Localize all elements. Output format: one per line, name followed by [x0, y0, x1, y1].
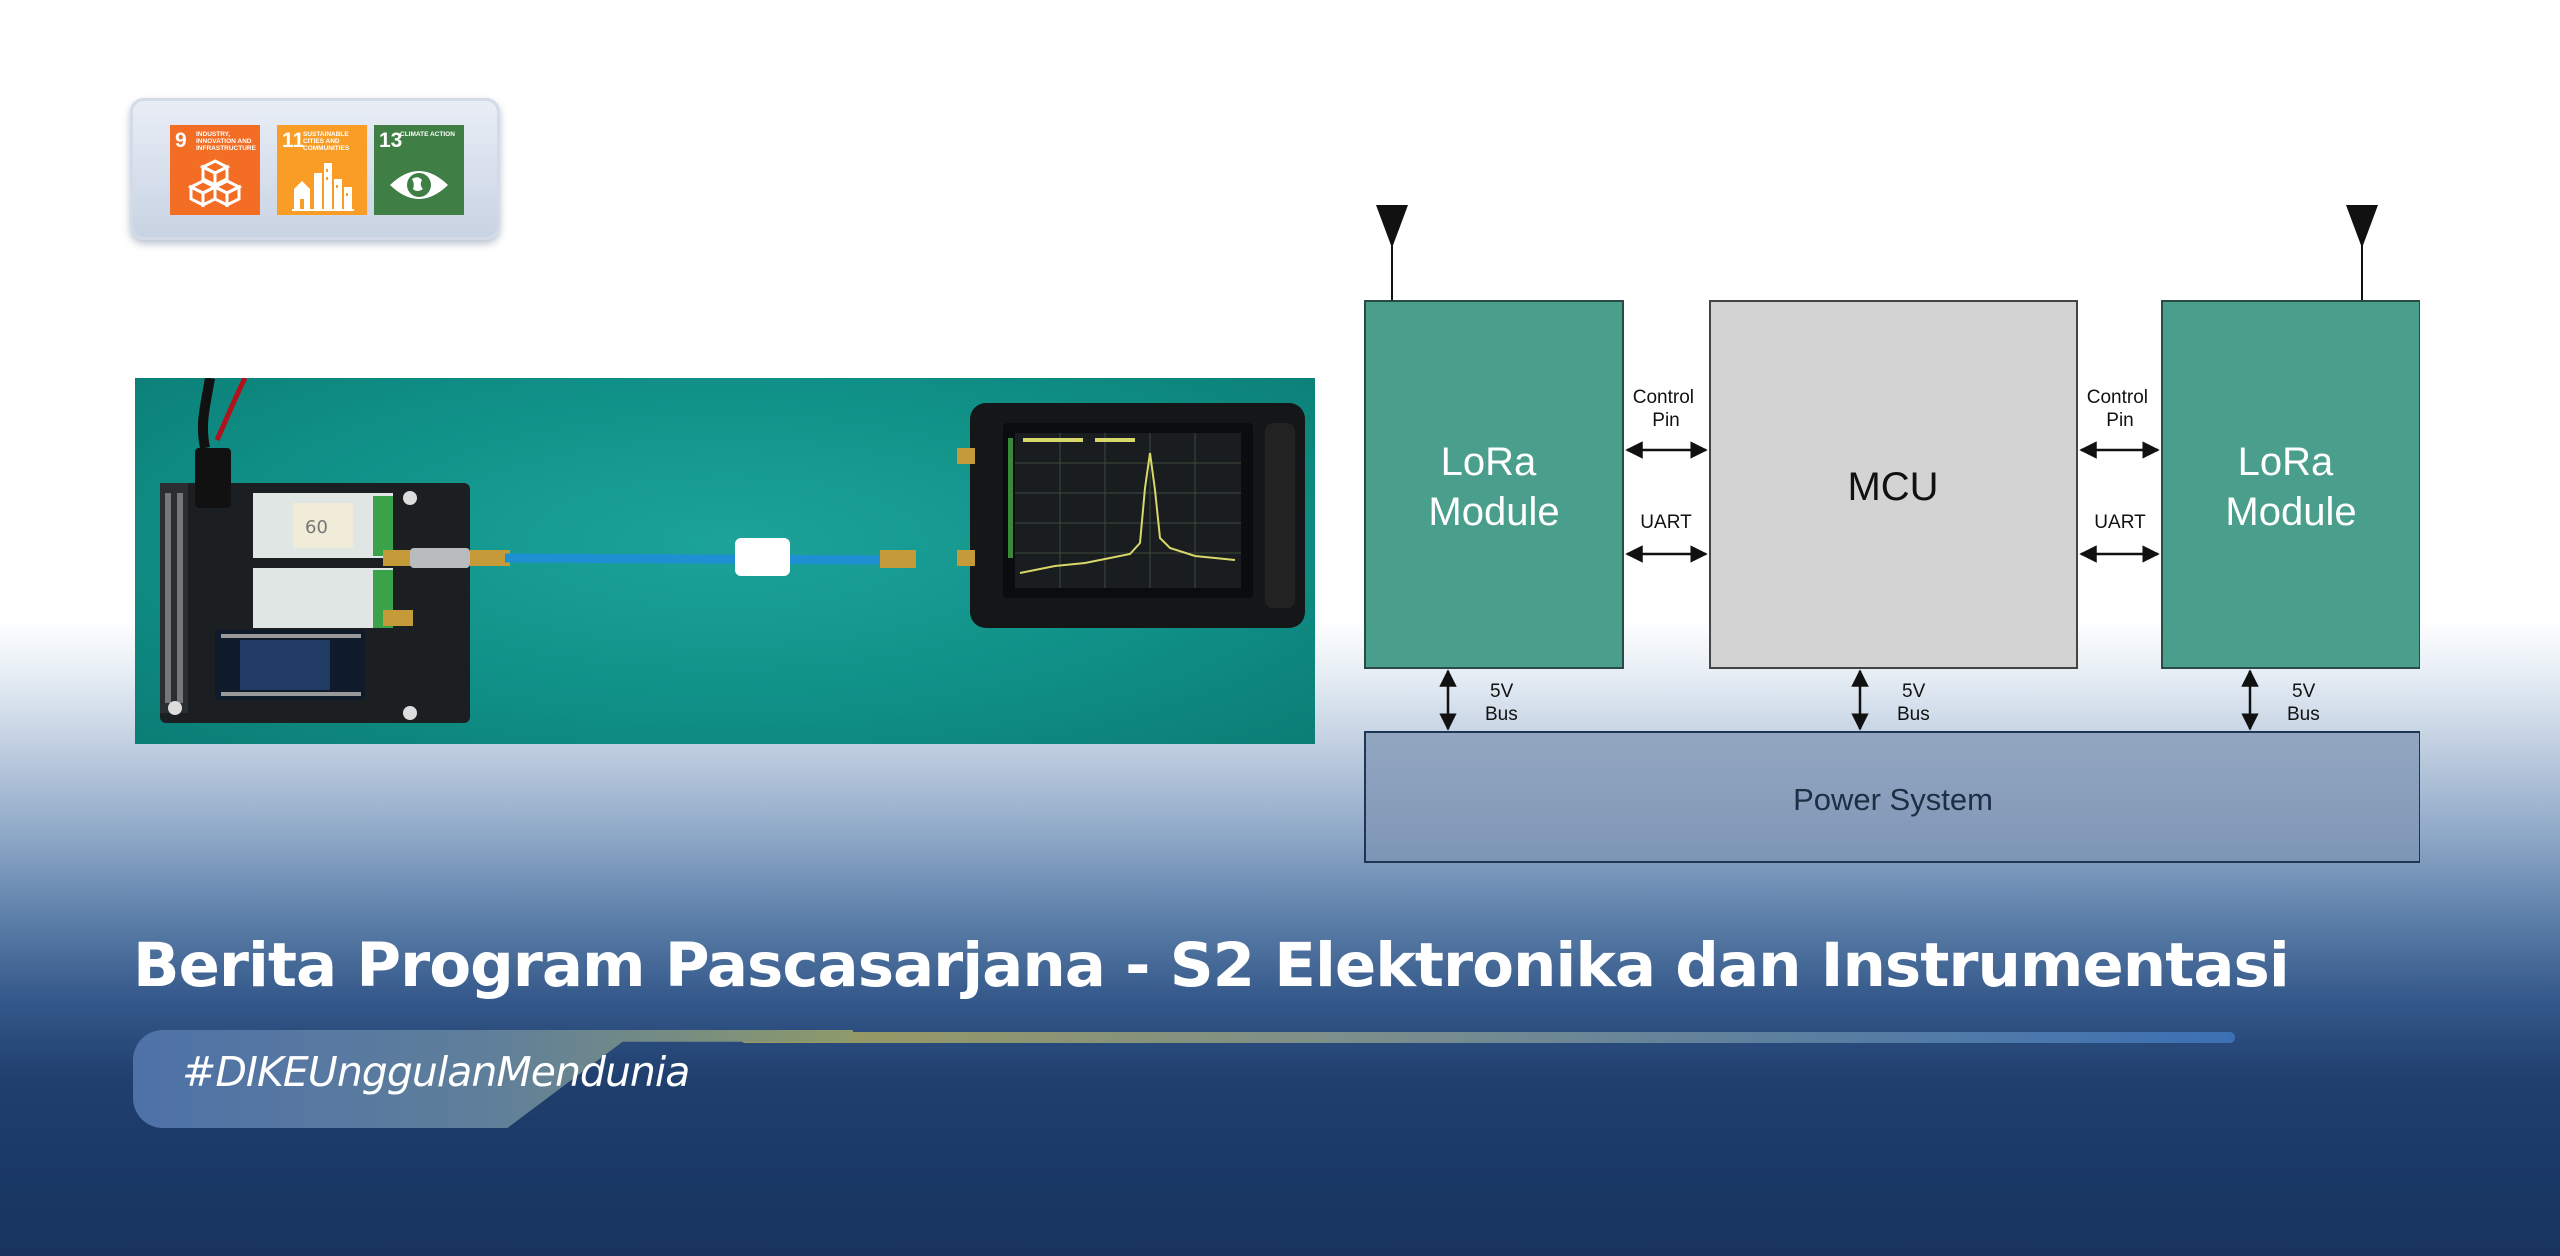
mcu-block — [1709, 300, 2078, 669]
right-lora-label: LoRa Module — [2225, 440, 2356, 534]
hashtag: #DIKEUnggulanMendunia — [182, 1048, 690, 1096]
sdg-9-badge: 9 Industry, innovation and infrastructur… — [170, 125, 260, 215]
accent-bar — [740, 1032, 2235, 1043]
left-control-pin-label: Control Pin — [1633, 387, 1700, 431]
sdg-9-title: Industry, innovation and infrastructure — [196, 131, 256, 152]
sdg-9-number: 9 — [175, 129, 187, 152]
hardware-photo: 60 — [135, 378, 1315, 744]
headline: Berita Program Pascasarjana - S2 Elektro… — [133, 930, 2290, 1001]
left-antenna — [1376, 205, 1408, 301]
left-lora-label: LoRa Module — [1428, 440, 1559, 534]
city-icon — [292, 163, 354, 211]
mcu-label: MCU — [1847, 465, 1938, 509]
sdg-11-title: Sustainable cities and communities — [303, 131, 350, 152]
block-diagram: LoRa Module MCU LoRa Module Control Pin … — [1364, 205, 2420, 863]
left-uart-label: UART — [1640, 512, 1692, 533]
eye-globe-icon — [390, 171, 448, 199]
right-uart-label: UART — [2094, 512, 2146, 533]
power-system-block — [1364, 731, 2420, 863]
sdg-13-title: Climate action — [400, 131, 455, 138]
power-system-label: Power System — [1793, 782, 1993, 817]
left-bus-label: 5V Bus — [1485, 681, 1519, 725]
sdg-13-badge: 13 Climate action — [374, 125, 464, 215]
right-bus-label: 5V Bus — [2287, 681, 2321, 725]
hardware-photo-illustration: 60 — [160, 378, 1305, 723]
mcu-bus-label: 5V Bus — [1897, 681, 1931, 725]
right-lora-module — [2161, 300, 2420, 669]
sdg-badges: 9 Industry, innovation and infrastructur… — [130, 98, 500, 240]
sdg-11-badge: 11 Sustainable cities and communities — [277, 125, 367, 215]
right-antenna — [2346, 205, 2378, 301]
cubes-icon — [187, 159, 243, 208]
sdg-11-number: 11 — [282, 129, 305, 152]
sdg-13-number: 13 — [379, 129, 403, 152]
left-lora-module — [1364, 300, 1624, 669]
right-control-pin-label: Control Pin — [2087, 387, 2154, 431]
svg-text:60: 60 — [305, 517, 328, 538]
